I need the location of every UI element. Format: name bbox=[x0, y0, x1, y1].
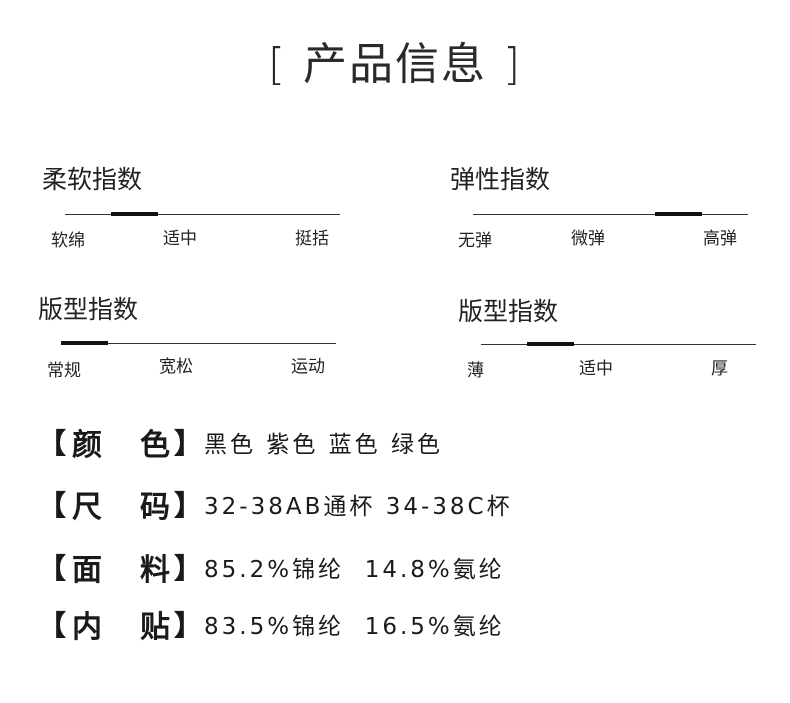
gauge-softness: 柔软指数 软绵 适中 挺括 bbox=[42, 160, 342, 251]
gauge-marker bbox=[655, 212, 703, 216]
gauge-thickness: 版型指数 薄 适中 厚 bbox=[458, 292, 758, 382]
spec-key: 尺码 bbox=[72, 490, 171, 525]
gauge-label-low: 无弹 bbox=[458, 231, 492, 251]
bracket-open: 【 bbox=[38, 427, 67, 460]
title-text: 产品信息 bbox=[303, 39, 487, 90]
gauge-marker bbox=[110, 212, 158, 216]
gauge-title: 版型指数 bbox=[38, 295, 139, 324]
spec-value: 85.2%锦纶 14.8%氨纶 bbox=[204, 557, 505, 583]
bracket-open: 【 bbox=[38, 609, 67, 642]
spec-value: 32-38AB通杯 34-38C杯 bbox=[204, 494, 513, 520]
gauge-label-low: 软绵 bbox=[51, 231, 85, 251]
gauge-track bbox=[61, 343, 336, 344]
gauge-title: 柔软指数 bbox=[42, 165, 143, 194]
spec-row-fabric: 【 面料 】 85.2%锦纶 14.8%氨纶 bbox=[38, 545, 505, 589]
gauge-label-high: 挺括 bbox=[295, 229, 329, 249]
gauge-title: 弹性指数 bbox=[450, 165, 551, 194]
gauge-label-high: 运动 bbox=[291, 357, 325, 377]
gauge-label-mid: 宽松 bbox=[159, 357, 193, 377]
gauge-label-mid: 适中 bbox=[579, 359, 613, 379]
spec-key: 内贴 bbox=[72, 610, 171, 645]
gauge-label-mid: 适中 bbox=[163, 229, 197, 249]
spec-value: 83.5%锦纶 16.5%氨纶 bbox=[204, 614, 505, 640]
gauge-label-mid: 微弹 bbox=[571, 229, 605, 249]
gauge-elasticity: 弹性指数 无弹 微弹 高弹 bbox=[450, 160, 750, 251]
gauge-label-high: 厚 bbox=[711, 359, 728, 379]
gauge-track bbox=[481, 344, 756, 345]
spec-row-color: 【 颜色 】 黑色 紫色 蓝色 绿色 bbox=[38, 420, 443, 464]
spec-key: 面料 bbox=[72, 553, 171, 588]
bracket-close: 】 bbox=[174, 489, 203, 522]
bracket-open: 【 bbox=[38, 489, 67, 522]
page-title: [ 产品信息 ] bbox=[0, 28, 790, 92]
gauge-marker bbox=[526, 342, 574, 346]
gauge-title: 版型指数 bbox=[458, 297, 559, 326]
spec-key: 颜色 bbox=[72, 428, 171, 463]
gauge-marker bbox=[61, 341, 108, 345]
bracket-close: 】 bbox=[174, 609, 203, 642]
gauge-label-low: 常规 bbox=[47, 361, 81, 381]
gauge-track bbox=[473, 214, 748, 215]
title-bracket-close: ] bbox=[503, 39, 523, 90]
gauge-label-low: 薄 bbox=[467, 361, 484, 381]
spec-row-lining: 【 内贴 】 83.5%锦纶 16.5%氨纶 bbox=[38, 602, 505, 646]
title-bracket-open: [ bbox=[267, 39, 287, 90]
gauge-track bbox=[65, 214, 340, 215]
gauge-label-high: 高弹 bbox=[703, 229, 737, 249]
bracket-open: 【 bbox=[38, 552, 67, 585]
gauge-fit-style: 版型指数 常规 宽松 运动 bbox=[38, 290, 338, 381]
spec-value: 黑色 紫色 蓝色 绿色 bbox=[204, 432, 443, 458]
bracket-close: 】 bbox=[174, 552, 203, 585]
bracket-close: 】 bbox=[174, 427, 203, 460]
spec-row-size: 【 尺码 】 32-38AB通杯 34-38C杯 bbox=[38, 482, 513, 526]
